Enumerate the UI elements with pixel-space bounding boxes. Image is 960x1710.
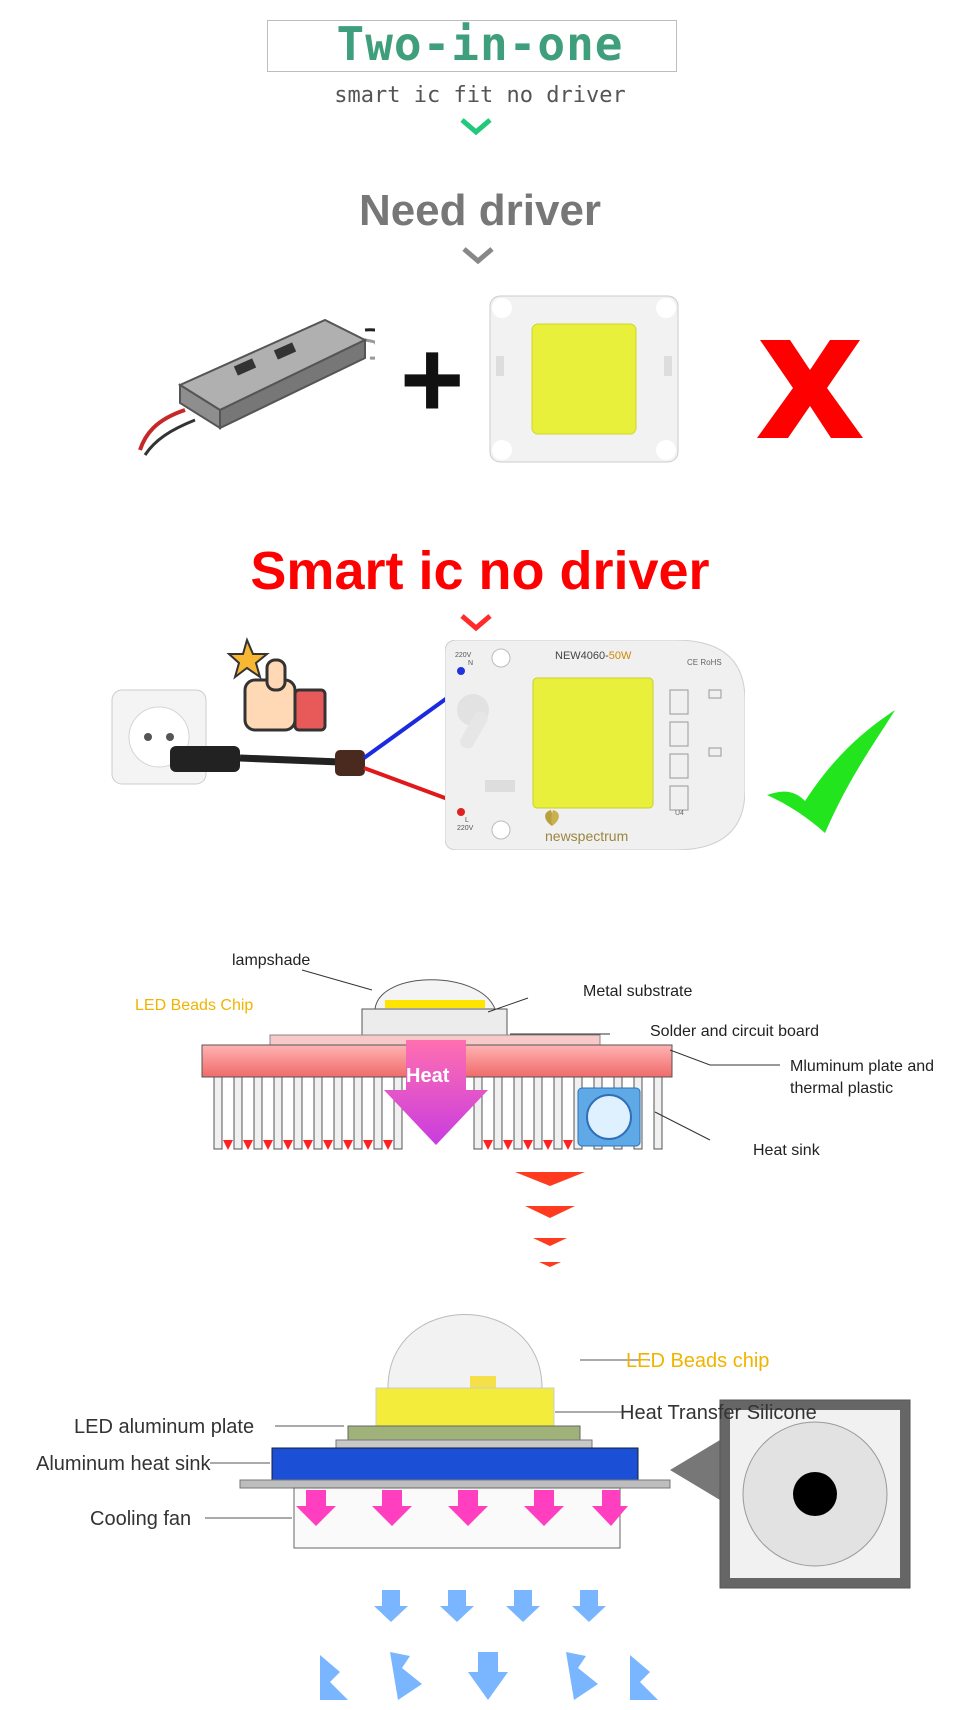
label-metal-substrate: Metal substrate (583, 983, 693, 1000)
chip-u: U4 (675, 810, 684, 817)
label-led-beads-chip-2: LED Beads chip (626, 1350, 770, 1372)
label-aluminum-heat-sink: Aluminum heat sink (36, 1453, 211, 1475)
chip-model: NEW4060- (555, 650, 609, 662)
chevron-down-icon (460, 118, 492, 136)
thumbs-up-icon (226, 637, 327, 732)
label-aluminum-plate-1: Mluminum plate and (790, 1058, 935, 1075)
label-cooling-fan: Cooling fan (90, 1508, 192, 1530)
chip-cert: CE RoHS (687, 658, 722, 667)
title-frame (267, 20, 677, 72)
need-driver-title: Need driver (358, 186, 602, 235)
page-subtitle: smart ic fit no driver (334, 83, 626, 108)
chip-l: L (465, 817, 469, 824)
label-lampshade: lampshade (232, 952, 311, 969)
chip-brand: newspectrum (545, 828, 629, 844)
leaf-logo-icon (545, 810, 559, 826)
label-aluminum-plate-2: thermal plastic (790, 1080, 894, 1097)
smart-cob-chip: NEW4060-50W CE RoHS 220V N L 220V U4 new… (445, 640, 745, 850)
page-title: Two-in-one (336, 17, 624, 71)
plus-sign: + (400, 318, 465, 441)
heat-dissipation-diagram-1: Heat lampshade LED Beads Chip Metal subs… (110, 940, 960, 1170)
smart-ic-title: Smart ic no driver (250, 541, 710, 601)
label-solder: Solder and circuit board (650, 1023, 819, 1040)
chevron-down-icon (460, 614, 492, 632)
label-heat-sink: Heat sink (753, 1142, 820, 1159)
chip-v-top: 220V (455, 652, 472, 659)
cob-led-chip-image (489, 295, 679, 463)
down-arrows-icon (515, 1172, 585, 1267)
label-led-aluminum-plate: LED aluminum plate (74, 1416, 255, 1438)
chip-n: N (468, 660, 474, 667)
heat-dissipation-diagram-2: LED Beads chip Heat Transfer Silicone LE… (30, 1300, 960, 1710)
chevron-down-icon (462, 247, 494, 265)
green-check-icon (767, 710, 895, 833)
chip-power: 50W (608, 650, 632, 662)
chip-v-bottom: 220V (457, 825, 474, 832)
led-driver-image (138, 318, 375, 456)
power-socket-plug-image (111, 689, 365, 785)
heat-label: Heat (406, 1065, 450, 1087)
red-cross-icon (757, 340, 863, 438)
label-heat-transfer-silicone: Heat Transfer Silicone (620, 1402, 817, 1424)
label-led-beads-chip: LED Beads Chip (135, 997, 254, 1014)
